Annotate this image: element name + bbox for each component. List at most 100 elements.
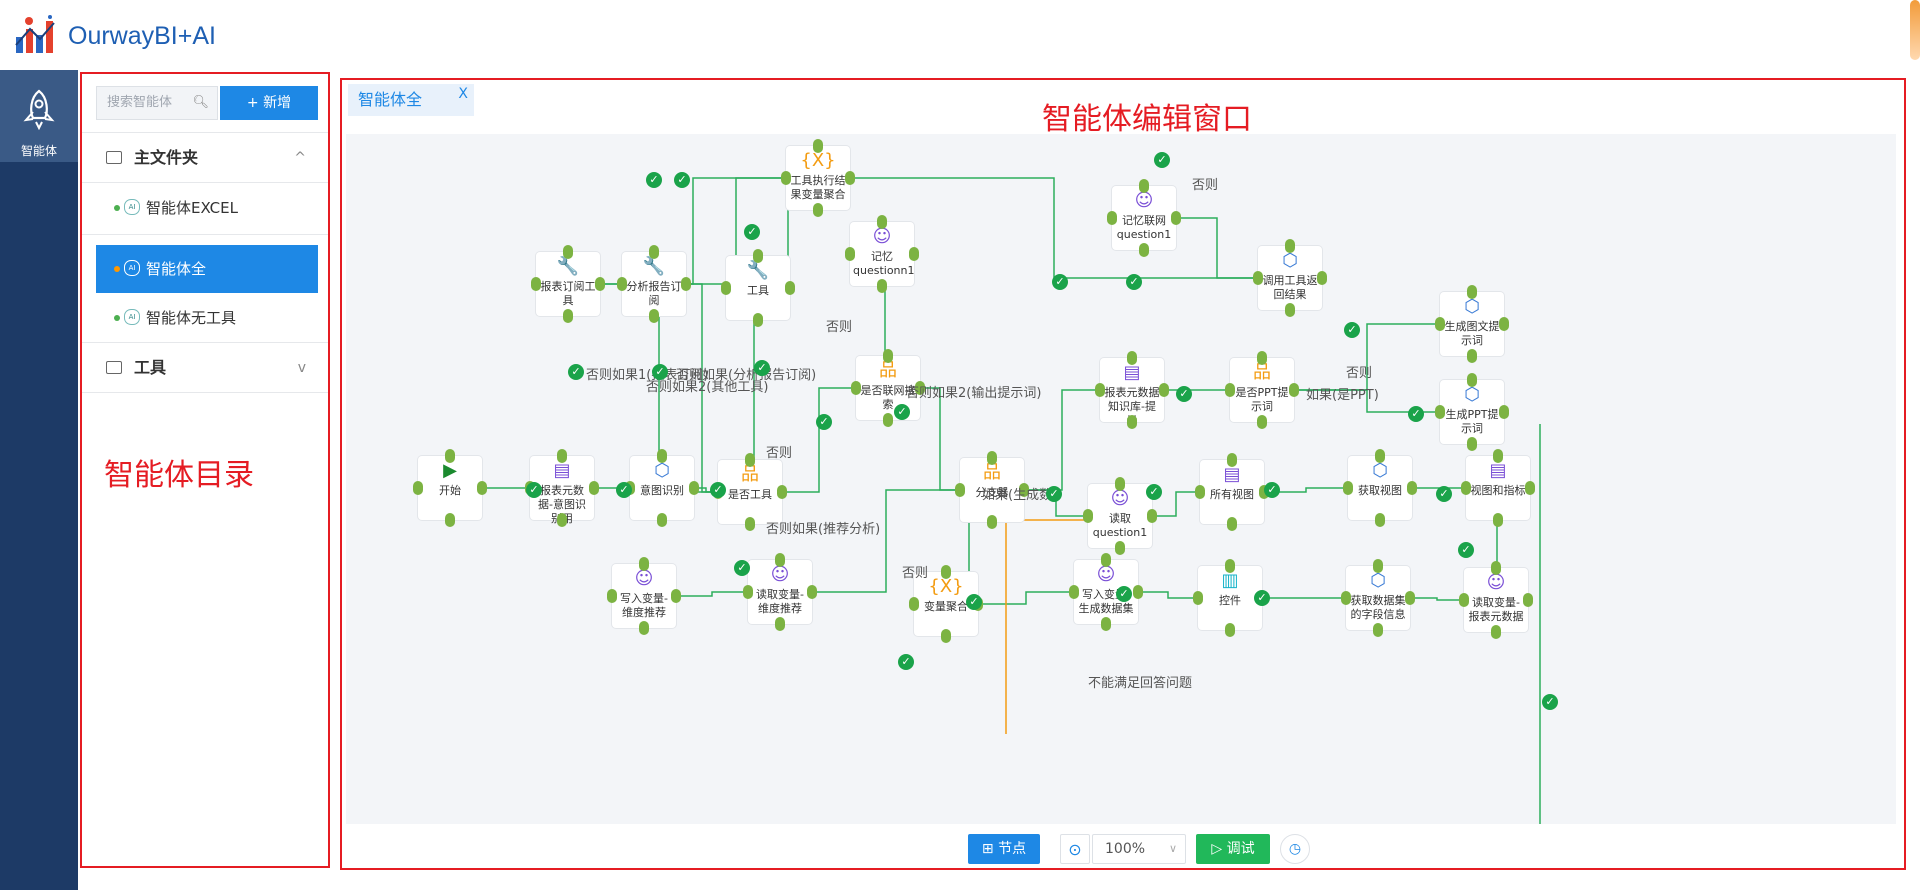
brand-logo[interactable]: OurwayBI+AI [14, 14, 216, 58]
agent-item-no-tools[interactable]: AI 智能体无工具 [96, 294, 318, 342]
workflow-node[interactable]: ⬡生成图文提示词 [1440, 292, 1504, 356]
node-port[interactable] [1373, 559, 1383, 573]
workflow-node[interactable]: ☺记忆联网question1 [1112, 186, 1176, 250]
chevron-up-icon[interactable]: ^ [294, 150, 306, 166]
workflow-node[interactable]: ▤视图和指标 [1466, 456, 1530, 520]
node-port[interactable] [987, 451, 997, 465]
node-port[interactable] [1083, 509, 1093, 523]
node-port[interactable] [1435, 405, 1445, 419]
node-port[interactable] [1139, 243, 1149, 257]
node-port[interactable] [1095, 383, 1105, 397]
node-port[interactable] [681, 277, 691, 291]
node-port[interactable] [883, 349, 893, 363]
node-port[interactable] [1317, 271, 1327, 285]
node-port[interactable] [1101, 617, 1111, 631]
node-port[interactable] [1407, 481, 1417, 495]
node-port[interactable] [1225, 383, 1235, 397]
workflow-node[interactable]: ▥控件 [1198, 566, 1262, 630]
node-port[interactable] [1107, 211, 1117, 225]
node-port[interactable] [1133, 585, 1143, 599]
node-port[interactable] [1257, 415, 1267, 429]
node-port[interactable] [877, 279, 887, 293]
node-port[interactable] [1195, 485, 1205, 499]
node-port[interactable] [639, 621, 649, 635]
workflow-node[interactable]: ▶开始 [418, 456, 482, 520]
node-port[interactable] [721, 281, 731, 295]
workflow-node[interactable]: ☺读取question1 [1088, 484, 1152, 548]
nav-item-agent[interactable]: 智能体 [0, 70, 78, 162]
node-port[interactable] [941, 565, 951, 579]
node-port[interactable] [1115, 477, 1125, 491]
folder-main[interactable]: 主文件夹 ^ [96, 138, 318, 178]
node-port[interactable] [617, 277, 627, 291]
node-port[interactable] [1493, 513, 1503, 527]
node-port[interactable] [955, 483, 965, 497]
node-port[interactable] [445, 449, 455, 463]
node-port[interactable] [1139, 179, 1149, 193]
node-port[interactable] [689, 481, 699, 495]
node-port[interactable] [557, 449, 567, 463]
node-port[interactable] [649, 309, 659, 323]
node-port[interactable] [595, 277, 605, 291]
node-port[interactable] [1373, 623, 1383, 637]
node-port[interactable] [1285, 303, 1295, 317]
node-port[interactable] [1491, 625, 1501, 639]
node-port[interactable] [1467, 349, 1477, 363]
node-port[interactable] [781, 171, 791, 185]
node-port[interactable] [775, 553, 785, 567]
node-port[interactable] [531, 277, 541, 291]
node-port[interactable] [1227, 517, 1237, 531]
workflow-node[interactable]: 🔧工具 [726, 256, 790, 320]
node-port[interactable] [413, 481, 423, 495]
node-port[interactable] [563, 309, 573, 323]
node-port[interactable] [1127, 351, 1137, 365]
chevron-down-icon[interactable]: v [297, 360, 306, 376]
node-port[interactable] [607, 589, 617, 603]
workflow-node[interactable]: ☺记忆questionn1 [850, 222, 915, 286]
node-port[interactable] [807, 585, 817, 599]
node-port[interactable] [445, 513, 455, 527]
workflow-node[interactable]: ▤报表元数据知识库-提示 [1100, 358, 1164, 427]
folder-tools[interactable]: 工具 v [96, 348, 318, 388]
workflow-node[interactable]: ☺读取变量-维度推荐 [748, 560, 812, 624]
node-port[interactable] [745, 453, 755, 467]
node-port[interactable] [785, 281, 795, 295]
workflow-node[interactable]: 品是否工具 [718, 460, 782, 524]
node-port[interactable] [1459, 593, 1469, 607]
node-port[interactable] [649, 245, 659, 259]
workflow-node[interactable]: ⬡生成PPT提示词 [1440, 380, 1504, 444]
node-port[interactable] [1467, 373, 1477, 387]
node-port[interactable] [909, 247, 919, 261]
node-port[interactable] [1225, 559, 1235, 573]
node-port[interactable] [1467, 437, 1477, 451]
node-port[interactable] [1115, 541, 1125, 555]
node-port[interactable] [671, 589, 681, 603]
node-port[interactable] [1171, 211, 1181, 225]
debug-button[interactable]: ▷ 调试 [1196, 834, 1270, 864]
node-port[interactable] [1101, 553, 1111, 567]
node-port[interactable] [743, 585, 753, 599]
node-port[interactable] [909, 597, 919, 611]
node-port[interactable] [883, 413, 893, 427]
node-port[interactable] [813, 203, 823, 217]
zoom-select[interactable]: 100%∨ [1092, 834, 1186, 864]
node-port[interactable] [987, 515, 997, 529]
node-port[interactable] [1405, 591, 1415, 605]
node-port[interactable] [941, 629, 951, 643]
workflow-node[interactable]: 🔧分析报告订阅 [622, 252, 686, 316]
node-port[interactable] [753, 313, 763, 327]
node-port[interactable] [1069, 585, 1079, 599]
node-port[interactable] [1493, 449, 1503, 463]
node-port[interactable] [1127, 415, 1137, 429]
node-port[interactable] [1253, 271, 1263, 285]
workflow-node[interactable]: ▤所有视图 [1200, 460, 1264, 524]
node-port[interactable] [915, 381, 925, 395]
node-port[interactable] [1491, 561, 1501, 575]
add-node-button[interactable]: ⊞ 节点 [968, 834, 1040, 864]
node-port[interactable] [877, 215, 887, 229]
node-port[interactable] [657, 449, 667, 463]
node-port[interactable] [639, 557, 649, 571]
node-port[interactable] [1375, 449, 1385, 463]
node-port[interactable] [851, 381, 861, 395]
node-port[interactable] [845, 247, 855, 261]
